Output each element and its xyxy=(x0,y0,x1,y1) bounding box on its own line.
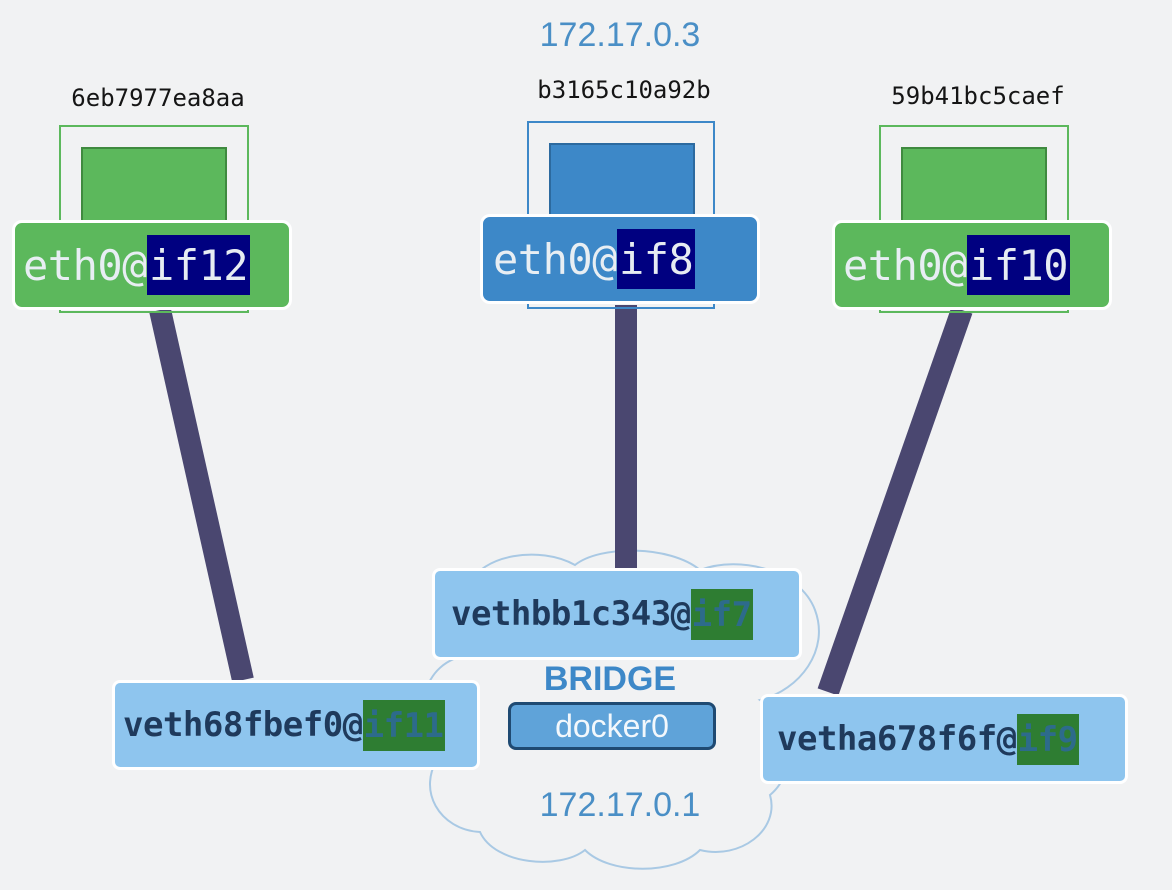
interface-right-base: eth0@ xyxy=(843,240,967,290)
link-left xyxy=(149,307,254,683)
bridge-name: docker0 xyxy=(555,707,669,744)
interface-middle: eth0@if8 xyxy=(480,214,760,304)
veth-middle: vethbb1c343@if7 xyxy=(432,568,802,660)
container-frame-right xyxy=(879,125,1069,313)
veth-left-base: veth68fbef0@ xyxy=(123,705,363,745)
interface-middle-suffix: if8 xyxy=(616,229,696,289)
interface-left-base: eth0@ xyxy=(23,240,147,290)
link-right xyxy=(817,306,973,696)
bridge-title: BRIDGE xyxy=(543,660,677,698)
interface-right-suffix: if10 xyxy=(966,235,1071,295)
container-frame-left xyxy=(59,125,249,313)
veth-middle-suffix: if7 xyxy=(690,588,753,640)
interface-middle-base: eth0@ xyxy=(493,234,617,284)
container-ip-middle: 172.17.0.3 xyxy=(539,16,701,54)
veth-right-base: vetha678f6f@ xyxy=(777,719,1017,759)
container-id-middle: b3165c10a92b xyxy=(537,76,711,104)
bridge-ip: 172.17.0.1 xyxy=(539,786,701,824)
veth-left-suffix: if11 xyxy=(362,699,445,751)
container-block-middle xyxy=(549,143,695,221)
interface-left-suffix: if12 xyxy=(146,235,251,295)
bridge-docker0: docker0 xyxy=(508,702,716,750)
container-block-left xyxy=(81,147,227,225)
container-id-right: 59b41bc5caef xyxy=(891,82,1065,110)
container-id-left: 6eb7977ea8aa xyxy=(71,84,245,112)
veth-left: veth68fbef0@if11 xyxy=(112,680,480,770)
interface-left: eth0@if12 xyxy=(12,220,292,310)
veth-right: vetha678f6f@if9 xyxy=(760,694,1128,784)
container-block-right xyxy=(901,147,1047,225)
interface-right: eth0@if10 xyxy=(832,220,1112,310)
veth-middle-base: vethbb1c343@ xyxy=(451,594,691,634)
veth-right-suffix: if9 xyxy=(1016,713,1079,765)
